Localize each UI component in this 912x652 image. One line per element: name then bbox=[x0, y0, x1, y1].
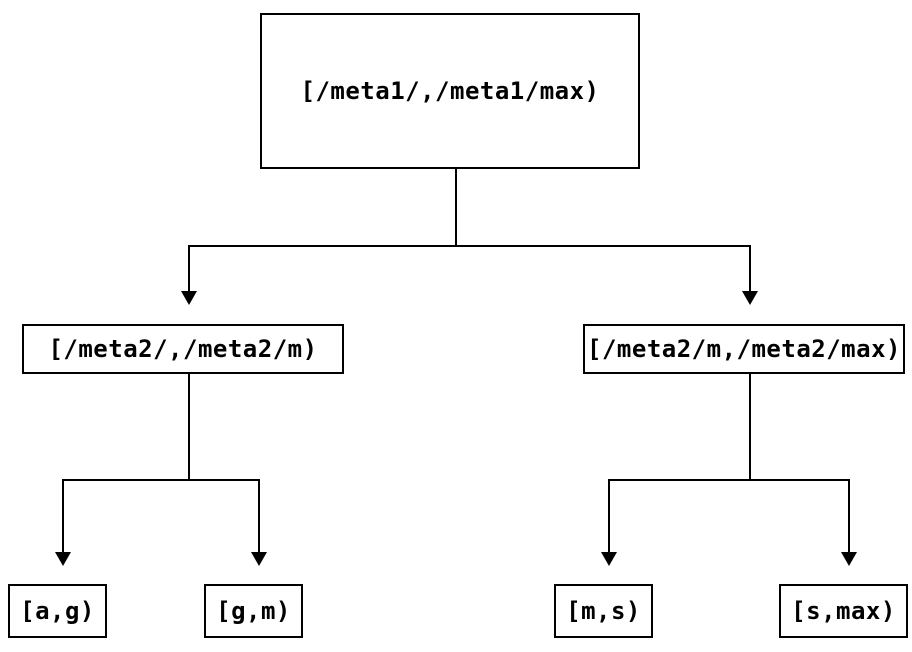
node-leaf-m-s: [m,s) bbox=[554, 584, 653, 638]
arrow-down-icon bbox=[742, 291, 758, 305]
connector-right-drop-left bbox=[608, 479, 610, 553]
node-leaf-a-g-label: [a,g) bbox=[20, 597, 95, 625]
connector-root-bar bbox=[188, 245, 751, 247]
arrow-down-icon bbox=[841, 552, 857, 566]
connector-root-stem bbox=[455, 169, 457, 246]
node-meta2-high-label: [/meta2/m,/meta2/max) bbox=[587, 335, 901, 363]
arrow-down-icon bbox=[55, 552, 71, 566]
node-meta2-high: [/meta2/m,/meta2/max) bbox=[583, 324, 905, 374]
arrow-down-icon bbox=[251, 552, 267, 566]
arrow-down-icon bbox=[181, 291, 197, 305]
connector-root-drop-left bbox=[188, 245, 190, 292]
connector-left-bar bbox=[62, 479, 260, 481]
node-meta2-low: [/meta2/,/meta2/m) bbox=[22, 324, 344, 374]
node-leaf-g-m-label: [g,m) bbox=[216, 597, 291, 625]
arrow-down-icon bbox=[601, 552, 617, 566]
connector-right-bar bbox=[608, 479, 850, 481]
node-leaf-s-max-label: [s,max) bbox=[791, 597, 896, 625]
connector-left-drop-left bbox=[62, 479, 64, 553]
node-leaf-s-max: [s,max) bbox=[779, 584, 908, 638]
node-root-label: [/meta1/,/meta1/max) bbox=[300, 77, 600, 105]
node-leaf-a-g: [a,g) bbox=[8, 584, 107, 638]
connector-left-drop-right bbox=[258, 479, 260, 553]
node-root: [/meta1/,/meta1/max) bbox=[260, 13, 640, 169]
connector-right-drop-right bbox=[848, 479, 850, 553]
connector-root-drop-right bbox=[749, 245, 751, 292]
node-leaf-g-m: [g,m) bbox=[204, 584, 303, 638]
connector-left-stem bbox=[188, 374, 190, 481]
node-meta2-low-label: [/meta2/,/meta2/m) bbox=[48, 335, 318, 363]
connector-right-stem bbox=[749, 374, 751, 481]
node-leaf-m-s-label: [m,s) bbox=[566, 597, 641, 625]
